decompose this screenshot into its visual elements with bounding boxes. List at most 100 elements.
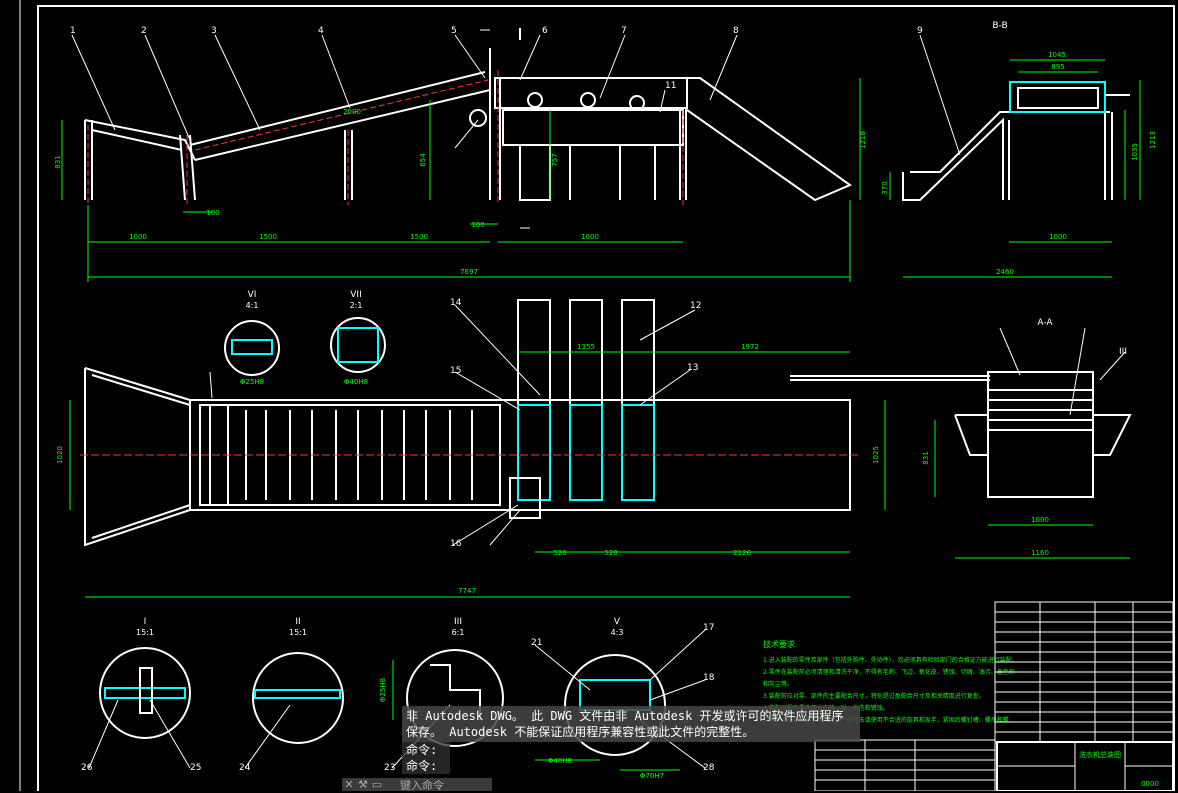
balloon-16: 16 — [450, 539, 462, 549]
detail-ii-scale: 15:1 — [289, 628, 307, 637]
dim-2460: 2460 — [996, 268, 1014, 276]
notes-title: 技术要求 — [763, 639, 795, 649]
aa-view — [954, 371, 1132, 498]
balloon-21: 21 — [531, 638, 542, 648]
dim-1035: 1035 — [1131, 143, 1139, 161]
dim-1160: 1160 — [1031, 549, 1049, 557]
balloon-24: 24 — [239, 763, 251, 773]
plan-view — [84, 299, 990, 547]
note-line: 3.装配前应对零、部件的主要配合尺寸，特别是过盈配合尺寸及相关精度进行复查。 — [763, 692, 985, 700]
section-labels: B-B A-A VI 4:1 VII 2:1 I 15:1 II 15:1 II… — [136, 21, 1127, 637]
balloon-14: 14 — [450, 298, 462, 308]
balloon-15: 15 — [450, 366, 461, 376]
dim-vi-phi: Φ25H8 — [240, 378, 264, 386]
balloon-18: 18 — [703, 673, 715, 683]
dimension-texts: 1000 1500 1500 1000 7697 1000 2460 1045 … — [54, 51, 1157, 780]
dim-1972: 1972 — [741, 343, 759, 351]
command-input-bar[interactable]: ✕ ⚒ ▭ 键入命令 — [342, 778, 492, 792]
dim-1500b: 1500 — [410, 233, 428, 241]
dim-1045: 1045 — [1048, 51, 1066, 59]
balloon-17: 17 — [703, 623, 714, 633]
dim-520b: 520 — [604, 549, 617, 557]
balloon-23: 23 — [384, 763, 395, 773]
dim-757: 757 — [551, 153, 559, 166]
dim-520: 520 — [553, 549, 566, 557]
detail-vi — [224, 320, 280, 376]
dim-370: 370 — [881, 181, 889, 194]
detail-vi-scale: 4:1 — [246, 301, 259, 310]
sheet-frame — [19, 0, 1175, 791]
parts-list — [814, 601, 1174, 791]
balloon-2: 2 — [141, 26, 147, 36]
dim-654: 654 — [419, 153, 427, 167]
aa-dimensions — [934, 420, 1130, 559]
balloon-28: 28 — [703, 763, 715, 773]
detail-vii-scale: 2:1 — [350, 301, 363, 310]
dim-1025: 1025 — [872, 446, 880, 464]
dim-1355: 1355 — [577, 343, 595, 351]
dim-7697: 7697 — [460, 268, 478, 276]
note-line: 和灰尘等。 — [763, 680, 793, 688]
prompt-icon[interactable]: ▭ — [371, 778, 383, 791]
balloon-9: 9 — [917, 26, 923, 36]
balloon-1: 1 — [70, 26, 76, 36]
detail-v-scale: 4:3 — [611, 628, 624, 637]
balloon-25: 25 — [190, 763, 201, 773]
dim-aa-831: 831 — [922, 451, 930, 464]
detail-iii-scale: 6:1 — [452, 628, 465, 637]
dim-aa-1000: 1000 — [1031, 516, 1049, 524]
elevation-view — [84, 71, 853, 202]
section-aa-label: A-A — [1037, 318, 1053, 328]
dim-1213: 1213 — [1149, 131, 1157, 149]
dim-bb-1000: 1000 — [1049, 233, 1067, 241]
bottom-details — [99, 647, 666, 756]
elevation-centerlines — [87, 70, 684, 205]
balloon-5: 5 — [451, 26, 457, 36]
balloon-3: 3 — [211, 26, 217, 36]
dim-detail-phi70: Φ70H7 — [640, 772, 664, 780]
balloon-12: 12 — [690, 301, 701, 311]
dim-7747: 7747 — [458, 587, 476, 595]
balloon-4: 4 — [318, 26, 324, 36]
command-input[interactable]: 键入命令 — [400, 778, 444, 792]
title-block-code: 0000 — [1141, 780, 1159, 788]
balloon-7: 7 — [621, 26, 627, 36]
dim-vii-phi: Φ40H8 — [344, 378, 368, 386]
command-history: 非 Autodesk DWG。 此 DWG 文件由非 Autodesk 开发或许… — [402, 706, 860, 774]
dim-895: 895 — [1051, 63, 1064, 71]
dim-100: 100 — [206, 209, 219, 217]
detail-vii-label: VII — [350, 290, 361, 300]
note-line: 2.零件在装配前必须清理和清洗干净，不得有毛刺、飞边、氧化皮、锈蚀、切屑、油污、… — [763, 668, 1015, 676]
dim-1218: 1218 — [859, 131, 867, 149]
dim-100b: 100 — [471, 221, 484, 229]
dim-1500: 1500 — [259, 233, 277, 241]
dim-831: 831 — [54, 155, 62, 168]
title-block-name: 洗衣机总装图 — [1079, 750, 1121, 759]
bb-dimensions — [889, 59, 1141, 278]
balloon-6: 6 — [542, 26, 548, 36]
detail-iii-label: III — [454, 617, 462, 627]
note-line: 5.螺钉、螺栓和螺母紧固时，严禁打击或使用不合适的旋具和扳手，紧固后螺钉槽、螺母… — [763, 716, 1009, 724]
dim-1000b: 1000 — [581, 233, 599, 241]
elevation-dimensions — [61, 28, 861, 282]
plan-dimensions — [69, 351, 886, 598]
balloon-13: 13 — [687, 363, 698, 373]
dwg-warning-message: 非 Autodesk DWG。 此 DWG 文件由非 Autodesk 开发或许… — [402, 706, 860, 742]
balloon-labels: 1 2 3 4 5 6 7 8 9 11 12 13 14 15 16 17 1… — [70, 26, 923, 773]
section-bb-label: B-B — [992, 21, 1007, 31]
balloon-11: 11 — [665, 81, 676, 91]
dim-detail-phi25: Φ25H8 — [379, 678, 387, 702]
dim-2126: 2126 — [733, 549, 751, 557]
close-icon[interactable]: ✕ — [344, 778, 354, 791]
command-line-2: 命令: — [402, 758, 450, 774]
balloon-8: 8 — [733, 26, 739, 36]
detail-ii-label: II — [295, 617, 300, 627]
wrench-icon[interactable]: ⚒ — [358, 778, 368, 791]
dim-2000: 2000 — [343, 108, 361, 116]
detail-vii — [330, 317, 386, 373]
detail-v-label: V — [614, 617, 621, 627]
dim-detail-phi40: Φ40H8 — [548, 757, 572, 765]
dim-1000: 1000 — [129, 233, 147, 241]
detail-i-scale: 15:1 — [136, 628, 154, 637]
